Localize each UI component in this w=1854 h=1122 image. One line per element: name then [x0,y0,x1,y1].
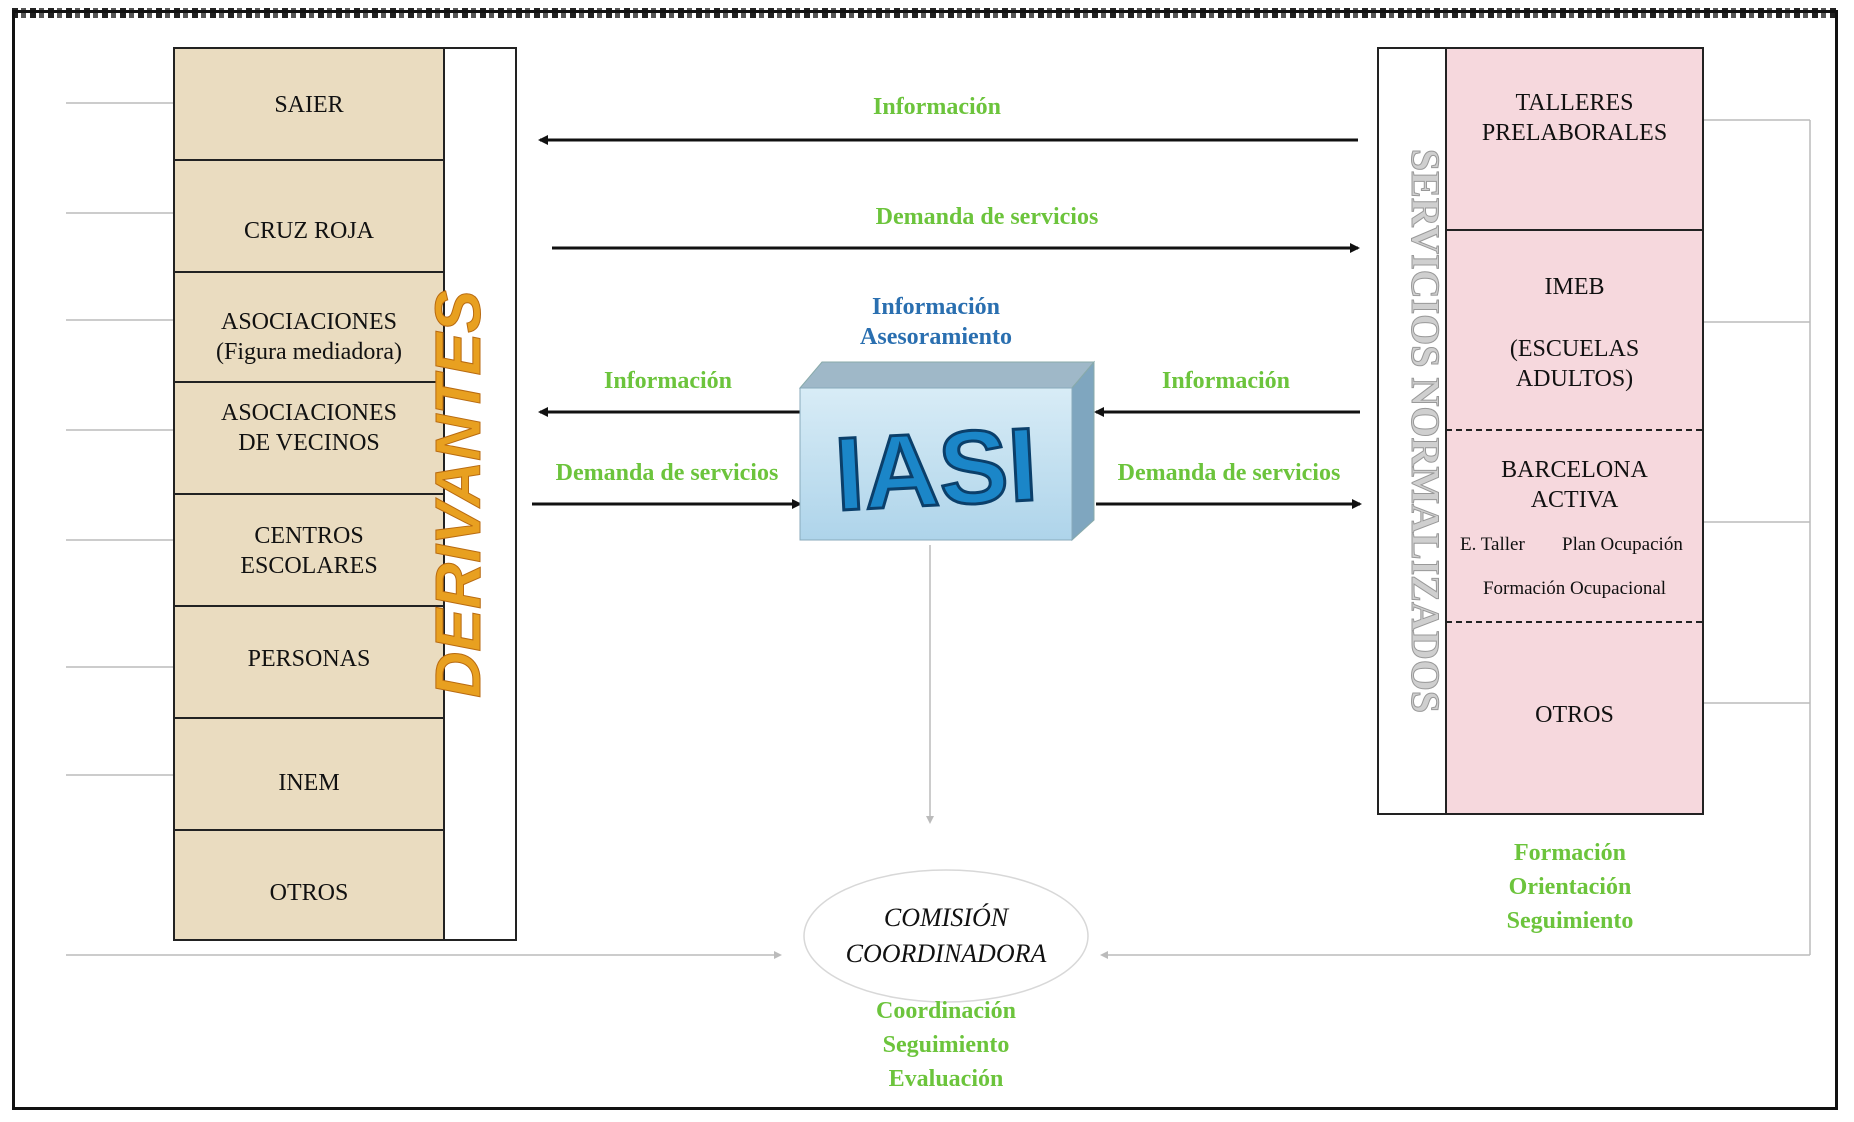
derivante-item: OTROS [269,880,349,906]
iasi-caption-info: Información [872,294,1000,320]
servicio-barcelona-formacion: Formación Ocupacional [1482,578,1667,599]
top-border-band [12,8,1838,18]
label-top-demand: Demanda de servicios [875,204,1099,230]
servicios-title: SERVICIOS NORMALIZADOS [1403,149,1448,713]
left-stub-lines [66,102,174,776]
servicio-imeb: IMEB [1544,274,1605,300]
comision-function-evaluacion: Evaluación [888,1066,1004,1092]
label-left-info: Información [604,368,732,394]
derivantes-column [173,47,517,941]
label-top-info: Información [873,94,1001,120]
servicio-otros: OTROS [1535,702,1614,728]
comision-function-seguimiento: Seguimiento [882,1032,1010,1058]
label-right-demand: Demanda de servicios [1117,460,1341,486]
comision-function-coordinacion: Coordinación [875,998,1016,1024]
comision-title-2: COORDINADORA [845,939,1047,968]
servicios-function-seguimiento: Seguimiento [1506,908,1634,934]
iasi-logo: IASI [832,407,1040,533]
derivante-item: SAIER [274,92,344,118]
servicios-function-formacion: Formación [1514,840,1626,866]
right-stub-lines [1703,119,1811,955]
flow-arrows [532,135,1362,509]
iasi-caption-asesoramiento: Asesoramiento [860,324,1012,350]
comision-title-1: COMISIÓN [883,903,1009,932]
derivantes-title: DERIVANTES [422,290,494,698]
label-right-info: Información [1162,368,1290,394]
servicios-column [1377,47,1704,815]
derivante-item: PERSONAS [247,646,371,672]
servicios-function-orientacion: Orientación [1508,874,1632,900]
diagram-frame [12,10,1838,1110]
derivante-item: INEM [278,770,340,796]
commission-arrows [66,545,1810,959]
derivante-item: CRUZ ROJA [243,218,375,244]
comision-ellipse [803,869,1089,1003]
iasi-block: IASI [798,360,1096,542]
derivante-item: ASOCIACIONES(Figura mediadora) [216,309,402,365]
label-left-demand: Demanda de servicios [555,460,779,486]
servicio-barcelona-plan: Plan Ocupación [1562,534,1683,555]
servicio-barcelona-taller: E. Taller [1460,534,1525,555]
